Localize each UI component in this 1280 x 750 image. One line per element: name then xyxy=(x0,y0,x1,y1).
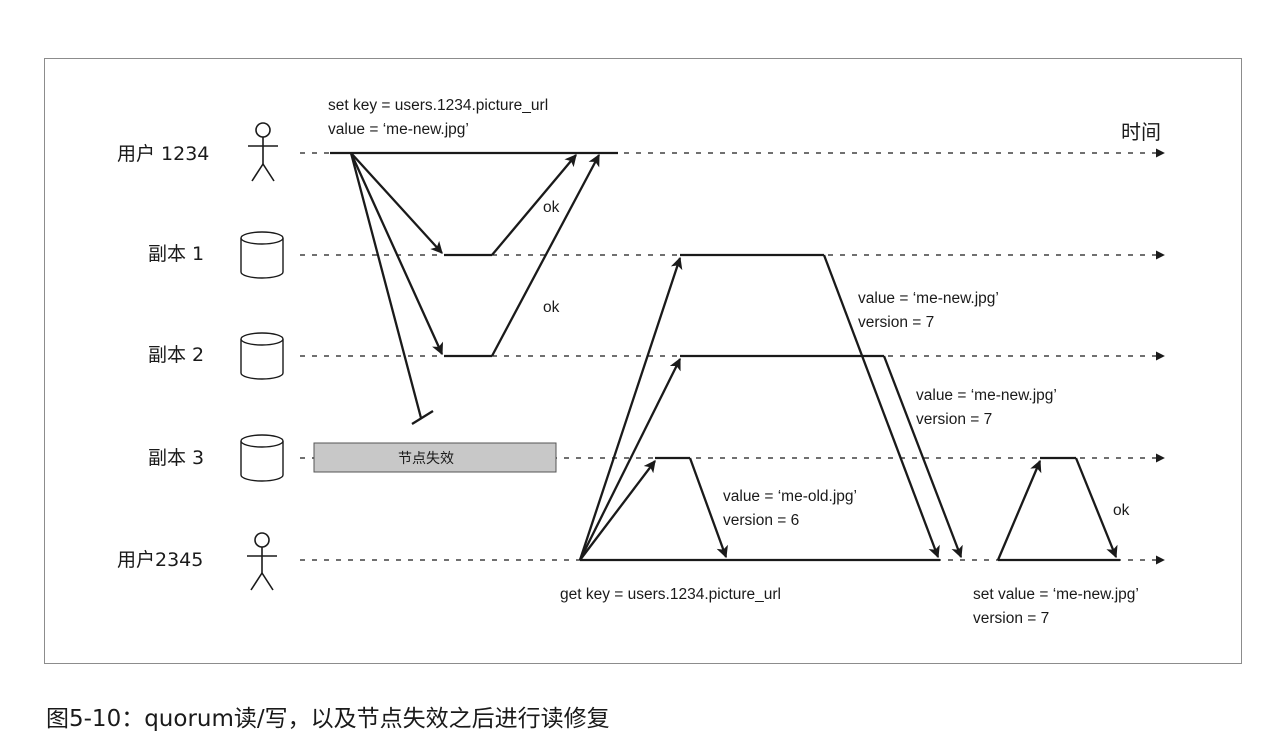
label-user-2345: 用户2345 xyxy=(117,549,203,571)
reply-replica-3-version: version = 6 xyxy=(723,512,799,529)
database-icon xyxy=(240,434,284,482)
reply-replica-2-version: version = 7 xyxy=(916,411,992,428)
ack-replica-2: ok xyxy=(543,299,560,316)
repair-ack: ok xyxy=(1113,502,1130,519)
figure-frame xyxy=(44,58,1242,664)
figure-caption: 图5-10：quorum读/写，以及节点失效之后进行读修复 xyxy=(46,706,610,732)
ack-replica-1: ok xyxy=(543,199,560,216)
message-lines xyxy=(330,151,1120,562)
reply-replica-1-value: value = ‘me-new.jpg’ xyxy=(858,290,999,307)
write-request-key: set key = users.1234.picture_url xyxy=(328,97,548,114)
repair-request-version: version = 7 xyxy=(973,610,1049,627)
node-failure-bar xyxy=(313,442,557,473)
node-failure-label: 节点失效 xyxy=(398,451,454,467)
reply-replica-3-value: value = ‘me-old.jpg’ xyxy=(723,488,857,505)
label-user-1234: 用户 1234 xyxy=(117,143,209,165)
reply-replica-2-value: value = ‘me-new.jpg’ xyxy=(916,387,1057,404)
time-axis-label: 时间 xyxy=(1121,120,1161,144)
person-icon xyxy=(248,122,278,182)
database-icon xyxy=(240,332,284,380)
write-request-value: value = ‘me-new.jpg’ xyxy=(328,121,469,138)
database-icon xyxy=(240,231,284,279)
person-icon xyxy=(247,532,277,591)
label-replica-2: 副本 2 xyxy=(148,344,204,366)
reply-replica-1-version: version = 7 xyxy=(858,314,934,331)
repair-request-value: set value = ‘me-new.jpg’ xyxy=(973,586,1139,603)
label-replica-3: 副本 3 xyxy=(148,447,204,469)
label-replica-1: 副本 1 xyxy=(148,243,204,265)
read-request-key: get key = users.1234.picture_url xyxy=(560,586,781,603)
